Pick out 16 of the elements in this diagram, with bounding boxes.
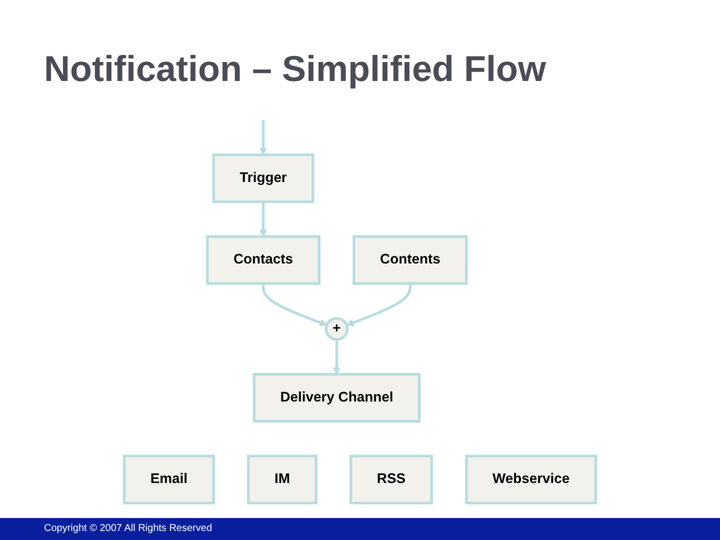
arrow	[332, 340, 341, 375]
arrow	[346, 284, 412, 326]
node-box: Trigger	[212, 154, 314, 204]
node-box: Delivery Channel	[252, 373, 421, 423]
node-box: RSS	[350, 454, 433, 504]
copyright-note: Copyright © 2007 All Rights Reserved	[44, 523, 212, 534]
arrow	[259, 202, 268, 237]
arrow	[262, 284, 328, 326]
slide-title: Notification – Simplified Flow	[44, 48, 546, 90]
node-box: Webservice	[465, 454, 598, 504]
node-box: Contacts	[206, 235, 320, 285]
arrow	[259, 120, 268, 156]
node-box: Contents	[352, 235, 468, 285]
node-circle: +	[324, 317, 349, 341]
node-box: IM	[247, 454, 318, 504]
node-box: Email	[122, 454, 215, 504]
